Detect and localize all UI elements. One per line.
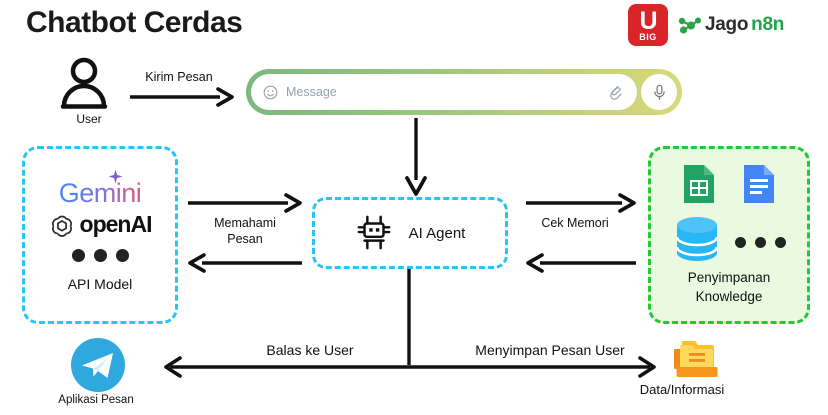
google-docs-icon [744, 165, 774, 203]
dot [93, 249, 107, 262]
menyimpan-pesan-user-label: Menyimpan Pesan User [475, 342, 625, 358]
knowledge-db-row [673, 215, 786, 263]
api-model-label: API Model [67, 276, 133, 292]
dot [754, 237, 766, 248]
dot [734, 237, 746, 248]
robot-icon [357, 215, 391, 250]
openai-mark-icon [51, 215, 72, 237]
knowledge-doc-row [682, 163, 776, 205]
arrow-agent-to-knowledge [526, 193, 636, 213]
sparkle-icon [108, 169, 123, 184]
gemini-label: Gemini [58, 178, 142, 208]
page-title: Chatbot Cerdas [26, 6, 243, 39]
jagon8n-prefix: Jago [705, 14, 749, 35]
gemini-logo: Gemini [58, 169, 142, 209]
api-model-more-dots [71, 249, 129, 262]
kirim-pesan-label: Kirim Pesan [145, 70, 213, 84]
smiley-icon[interactable] [263, 85, 278, 100]
arrow-kirim-pesan [130, 87, 234, 107]
knowledge-more-dots [734, 237, 786, 248]
microphone-icon[interactable] [652, 84, 667, 101]
user-label: User [76, 112, 102, 126]
knowledge-label-line2: Knowledge [695, 288, 763, 304]
telegram-label: Aplikasi Pesan [58, 394, 134, 406]
ubig-sublabel: BIG [639, 31, 657, 42]
user-icon [60, 57, 108, 109]
knowledge-label: Penyimpanan Knowledge [688, 269, 771, 307]
data-label: Data/Informasi [639, 382, 725, 397]
memahami-pesan-line1: Memahami [214, 216, 276, 230]
user-node: User [58, 56, 120, 126]
cek-memori-label: Cek Memori [541, 216, 609, 230]
knowledge-panel: Penyimpanan Knowledge [648, 146, 810, 324]
bottom-bidirectional-arrow [164, 356, 656, 378]
ai-agent-label: AI Agent [408, 224, 466, 242]
api-model-panel: Gemini openAI API Model [22, 146, 178, 324]
ai-agent-panel: AI Agent [312, 197, 508, 269]
microphone-button[interactable] [641, 74, 677, 110]
message-input-box[interactable]: Message [246, 69, 682, 115]
ubig-logo: U BIG [628, 4, 668, 46]
memahami-pesan-label: Memahami Pesan [186, 216, 304, 247]
openai-logo: openAI [49, 211, 152, 238]
message-placeholder[interactable]: Message [286, 85, 337, 99]
dot [115, 249, 129, 262]
telegram-icon [71, 338, 125, 392]
balas-ke-user-label: Balas ke User [266, 342, 354, 358]
arrow-api-to-agent [188, 253, 302, 273]
google-sheets-icon [684, 165, 714, 203]
message-input-inner[interactable]: Message [251, 74, 637, 110]
openai-label: openAI [79, 211, 153, 237]
telegram-node: Aplikasi Pesan [58, 337, 136, 406]
knowledge-label-line1: Penyimpanan [687, 270, 771, 285]
arrow-agent-to-api [188, 193, 302, 213]
data-node: Data/Informasi [640, 337, 728, 397]
ubig-letter: U [639, 6, 657, 35]
paperclip-icon[interactable] [609, 84, 625, 100]
dot [71, 249, 85, 262]
jagon8n-suffix: n8n [751, 14, 785, 35]
line-agent-to-bus [407, 269, 411, 365]
arrow-message-to-agent [405, 118, 427, 196]
n8n-nodes-icon [678, 17, 701, 34]
dot [774, 237, 786, 248]
folder-icon [674, 341, 718, 377]
database-icon [675, 217, 718, 261]
arrow-knowledge-to-agent [526, 253, 636, 273]
memahami-pesan-line2: Pesan [227, 231, 263, 246]
